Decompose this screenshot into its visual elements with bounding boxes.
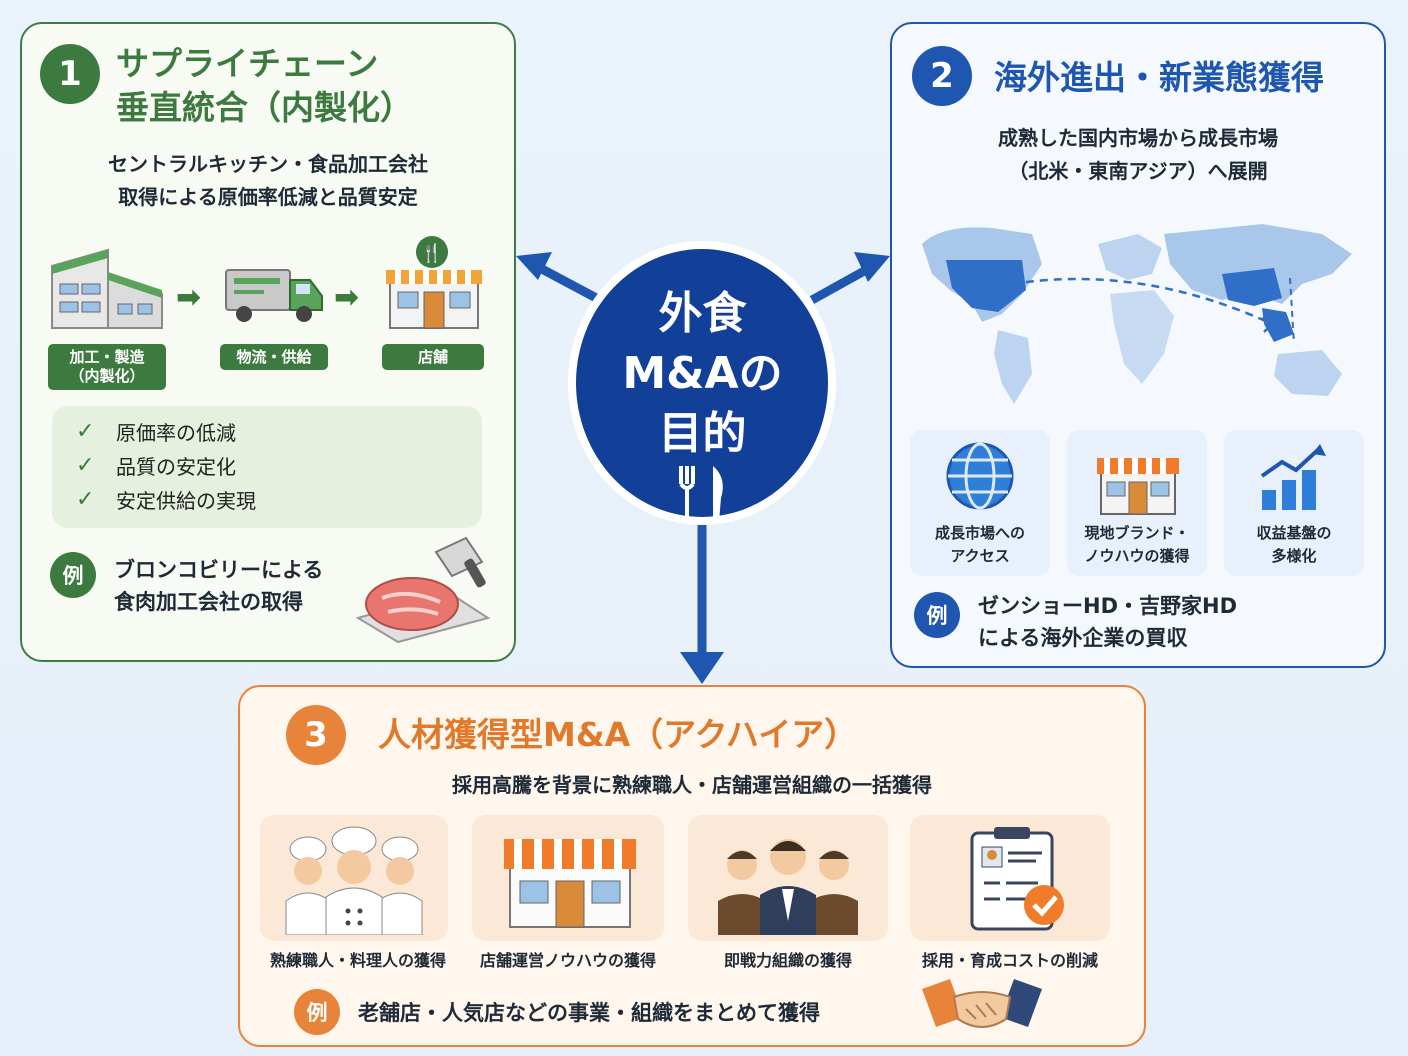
panel2-example-line2: による海外企業の買収 xyxy=(978,626,1188,650)
panel1-description: セントラルキッチン・食品加工会社 取得による原価率低減と品質安定 xyxy=(22,148,514,214)
flow-arrow-icon: ➡ xyxy=(334,280,360,315)
checkmark-icon: ✓ xyxy=(76,418,95,444)
acquisition-card-label: 熟練職人・料理人の獲得 xyxy=(269,951,446,970)
world-map-icon xyxy=(922,224,1352,404)
center-title-line2: M&Aの xyxy=(622,348,783,399)
benefit-checklist: ✓ 原価率の低減 ✓ 品質の安定化 ✓ 安定供給の実現 xyxy=(52,406,482,528)
acquisition-card-label: 即戦力組織の獲得 xyxy=(723,951,852,970)
acquisition-card-label: 採用・育成コストの削減 xyxy=(921,951,1098,970)
panel-global-expansion: 2 海外進出・新業態獲得 成熟した国内市場から成長市場 （北米・東南アジア）へ展… xyxy=(890,22,1386,668)
example-badge: 例 xyxy=(50,552,96,598)
check-item: ✓ 品質の安定化 xyxy=(76,450,236,480)
flow-label-logistics: 物流・供給 xyxy=(220,344,328,370)
card-label-line2: アクセス xyxy=(950,547,1010,565)
panel2-example: ゼンショーHD・吉野家HD による海外企業の買収 xyxy=(978,590,1237,654)
clipboard-check-icon xyxy=(970,827,1064,931)
flow-step1-line1: 加工・製造 xyxy=(69,348,145,366)
panel2-example-line1: ゼンショーHD・吉野家HD xyxy=(978,594,1238,618)
panel2-number-badge: 2 xyxy=(912,46,972,106)
svg-text:🍴: 🍴 xyxy=(421,242,443,264)
acquisition-card-store xyxy=(472,815,664,941)
card-label-line1: 収益基盤の xyxy=(1256,524,1332,542)
acquisition-card-label: 店舗運営ノウハウの獲得 xyxy=(479,951,656,970)
panel1-number-badge: 1 xyxy=(40,44,100,104)
check-item: ✓ 安定供給の実現 xyxy=(76,484,256,514)
handshake-icon xyxy=(922,979,1042,1028)
center-hub: 外食 M&Aの 目的 xyxy=(565,238,840,528)
store-icon xyxy=(1097,458,1179,515)
center-title: 外食 M&Aの 目的 xyxy=(565,284,840,464)
flow-label-manufacturing: 加工・製造（内製化） xyxy=(48,344,166,390)
card-label-line1: 成長市場への xyxy=(934,524,1025,542)
acquisition-card-chefs xyxy=(260,815,448,941)
check-item: ✓ 原価率の低減 xyxy=(76,416,236,446)
panel-supply-chain: 1 サプライチェーン 垂直統合（内製化） セントラルキッチン・食品加工会社 取得… xyxy=(20,22,516,662)
acquisition-card-cost xyxy=(910,815,1110,941)
panel3-description: 採用高騰を背景に熟練職人・店舗運営組織の一括獲得 xyxy=(452,773,932,797)
benefit-card-diversification: 収益基盤の多様化 xyxy=(1224,430,1364,576)
panel2-description: 成熟した国内市場から成長市場 （北米・東南アジア）へ展開 xyxy=(892,122,1384,188)
card-label-line1: 現地ブランド・ xyxy=(1084,524,1190,542)
benefit-card-label: 現地ブランド・ノウハウの獲得 xyxy=(1067,522,1207,568)
fork-knife-icon xyxy=(679,466,723,522)
card-label-line2: 多様化 xyxy=(1271,547,1317,565)
checkmark-icon: ✓ xyxy=(76,452,95,478)
panel1-title-line1: サプライチェーン xyxy=(116,44,379,83)
globe-icon xyxy=(946,442,1014,510)
storefront-icon xyxy=(504,839,636,928)
flow-label-store: 店舗 xyxy=(382,344,484,370)
panel2-desc-line1: 成熟した国内市場から成長市場 xyxy=(998,126,1278,150)
panel1-example-line2: 食肉加工会社の取得 xyxy=(114,590,303,614)
check-item-label: 安定供給の実現 xyxy=(116,488,256,513)
benefit-card-label: 収益基盤の多様化 xyxy=(1224,522,1364,568)
panel3-number-badge: 3 xyxy=(286,705,346,765)
benefit-card-brand-knowhow: 現地ブランド・ノウハウの獲得 xyxy=(1067,430,1207,576)
center-title-line1: 外食 xyxy=(658,288,747,339)
card-label-line2: ノウハウの獲得 xyxy=(1084,547,1190,565)
team-icon xyxy=(718,839,858,935)
flow-step1-line2: （内製化） xyxy=(69,367,145,385)
chefs-icon xyxy=(285,826,423,935)
factory-icon xyxy=(51,248,163,329)
example-badge: 例 xyxy=(294,989,340,1035)
panel-acquihire: 3 人材獲得型M&A（アクハイア） 採用高騰を背景に熟練職人・店舗運営組織の一括… xyxy=(238,685,1146,1047)
center-circle xyxy=(568,241,836,525)
example-badge: 例 xyxy=(914,592,960,638)
panel1-example-line1: ブロンコビリーによる xyxy=(114,558,324,582)
center-title-line3: 目的 xyxy=(658,408,747,459)
benefit-card-label: 成長市場へのアクセス xyxy=(910,522,1050,568)
panel1-title-line2: 垂直統合（内製化） xyxy=(116,88,413,127)
panel3-example: 老舗店・人気店などの事業・組織をまとめて獲得 xyxy=(358,1001,820,1025)
acquisition-card-team xyxy=(688,815,888,941)
panel1-example: ブロンコビリーによる 食肉加工会社の取得 xyxy=(114,554,323,618)
panel3-title: 人材獲得型M&A（アクハイア） xyxy=(378,715,858,754)
truck-icon xyxy=(225,269,323,322)
growth-chart-icon xyxy=(1260,444,1326,510)
panel2-title: 海外進出・新業態獲得 xyxy=(994,58,1324,97)
restaurant-shop-icon: 🍴 xyxy=(386,236,482,329)
panel1-desc-line1: セントラルキッチン・食品加工会社 xyxy=(108,152,428,176)
check-item-label: 品質の安定化 xyxy=(116,454,236,479)
benefit-card-market-access: 成長市場へのアクセス xyxy=(910,430,1050,576)
panel2-desc-line2: （北米・東南アジア）へ展開 xyxy=(1008,159,1268,183)
meat-cutting-icon xyxy=(355,536,491,644)
check-item-label: 原価率の低減 xyxy=(116,420,236,445)
checkmark-icon: ✓ xyxy=(76,486,95,512)
flow-arrow-icon: ➡ xyxy=(176,280,202,315)
panel1-desc-line2: 取得による原価率低減と品質安定 xyxy=(118,185,418,209)
panel1-title: サプライチェーン 垂直統合（内製化） xyxy=(116,42,413,130)
